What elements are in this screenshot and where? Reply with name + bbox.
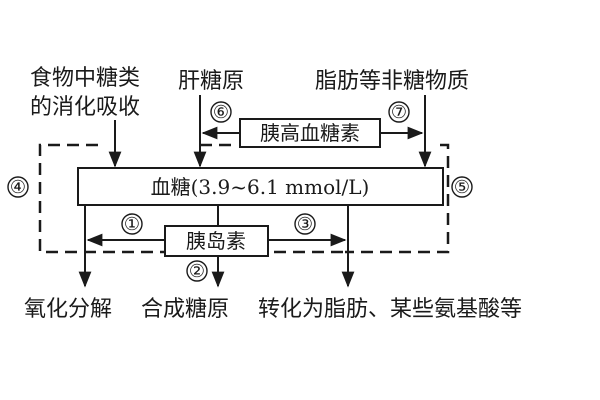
dashed-frame-left bbox=[38, 143, 345, 254]
marker-7: ⑦ bbox=[391, 102, 407, 123]
liver-glycogen-label: 肝糖原 bbox=[178, 69, 244, 94]
marker-2-circle bbox=[186, 260, 208, 282]
glucagon-label: 胰高血糖素 bbox=[260, 121, 360, 145]
marker-4: ④ bbox=[10, 177, 26, 198]
blood-sugar-box bbox=[77, 167, 444, 206]
marker-1: ① bbox=[124, 214, 140, 235]
marker-6-circle bbox=[210, 101, 232, 123]
food-digestion-label-line1: 食物中糖类 bbox=[30, 66, 140, 91]
marker-6: ⑥ bbox=[213, 102, 229, 123]
insulin-label: 胰岛素 bbox=[186, 229, 246, 253]
marker-7-circle bbox=[388, 101, 410, 123]
oxidation-label: 氧化分解 bbox=[24, 297, 112, 322]
food-digestion-label-line2: 的消化吸收 bbox=[30, 95, 140, 120]
glucagon-box bbox=[239, 118, 381, 148]
marker-5: ⑤ bbox=[454, 177, 470, 198]
dashed-frame-right bbox=[345, 143, 450, 254]
marker-2: ② bbox=[189, 261, 205, 282]
glycogen-synthesis-label: 合成糖原 bbox=[141, 297, 229, 322]
non-sugar-substances-label: 脂肪等非糖物质 bbox=[315, 69, 469, 94]
marker-1-circle bbox=[121, 213, 143, 235]
marker-3: ③ bbox=[297, 214, 313, 235]
marker-3-circle bbox=[294, 213, 316, 235]
marker-4-circle bbox=[7, 176, 29, 198]
insulin-box bbox=[164, 225, 269, 257]
blood-sugar-label: 血糖(3.9~6.1 mmol/L) bbox=[151, 175, 370, 199]
marker-5-circle bbox=[451, 176, 473, 198]
conversion-label: 转化为脂肪、某些氨基酸等 bbox=[258, 297, 522, 322]
